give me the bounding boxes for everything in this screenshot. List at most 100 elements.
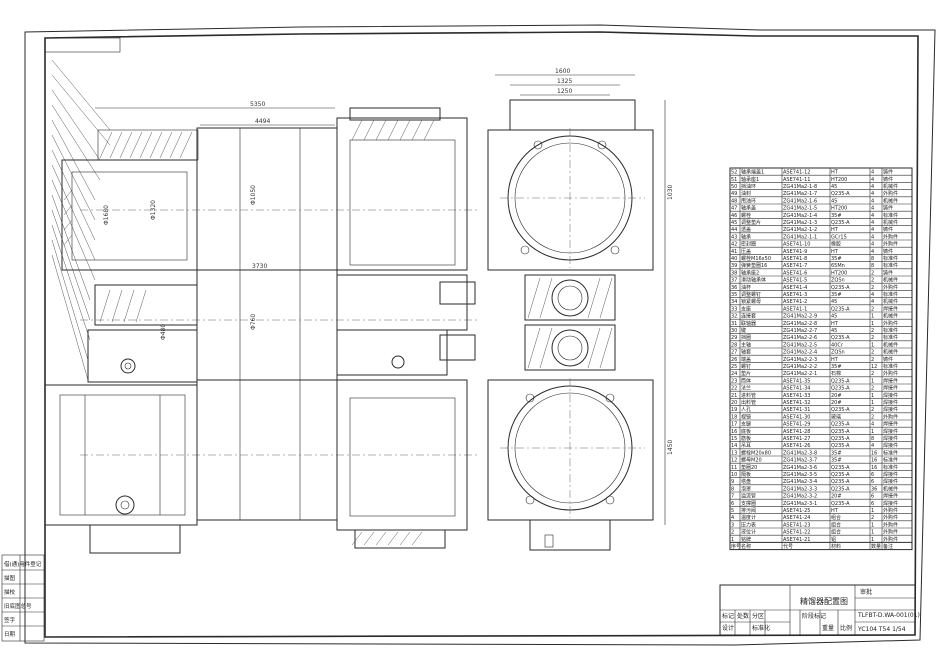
bom-cell: HT (831, 249, 839, 255)
bom-cell: 4 (871, 170, 874, 176)
bom-cell: ZG41Ma2-2-4 (783, 350, 817, 356)
bom-cell: 2 (871, 350, 874, 356)
bom-cell: 50 (731, 184, 737, 190)
bom-cell: 机械件 (883, 219, 898, 226)
bom-cell: 焊接件 (883, 421, 898, 428)
bom-cell: 39 (731, 263, 737, 269)
bom-cell: 48 (731, 198, 737, 204)
dim-overall-length: 5350 (250, 101, 265, 108)
bom-cell: 螺栓M20x80 (741, 449, 771, 456)
bom-cell: 支撑圈 (741, 500, 756, 507)
bom-cell: ASE741-34 (783, 386, 810, 392)
bom-cell: HT (831, 508, 839, 514)
bom-cell: 16 (871, 465, 877, 471)
bom-cell: 29 (731, 335, 737, 341)
bom-cell: 18 (731, 414, 737, 420)
bom-cell: 12 (871, 364, 877, 370)
bom-cell: 30 (731, 328, 737, 334)
bom-cell: 35# (831, 256, 842, 262)
bom-cell: ZG41Ma2-3-8 (783, 450, 817, 456)
bom-cell: ASE741-11 (783, 177, 810, 183)
tb-role-design: 设计 (722, 624, 734, 632)
bom-cell: 主轴 (741, 341, 751, 348)
tb-scale-label: 比例 (840, 624, 852, 632)
bom-cell: 4 (871, 213, 874, 219)
bom-cell: ZG41Ma2-1-2 (783, 227, 817, 233)
bom-cell: 轴承座1 (741, 176, 759, 183)
bom-cell: ZG41Ma2-2-8 (783, 321, 817, 327)
bom-cell: 螺栓 (741, 212, 751, 219)
bom-cell: ASE741-35 (783, 378, 810, 384)
bom-cell: 焊接件 (883, 493, 898, 500)
bom-cell: ZG41Ma2-3-1 (783, 501, 817, 507)
bom-cell: HT (831, 357, 839, 363)
bom-cell: 焊接件 (883, 500, 898, 507)
bom-cell: HT200 (831, 270, 847, 276)
bom-cell: 焊接件 (883, 392, 898, 399)
dim-width-mid: 1325 (557, 78, 572, 85)
bom-cell: 7 (731, 494, 734, 500)
bom-cell: ZG41Ma2-3-4 (783, 479, 817, 485)
bom-cell: 法兰 (741, 385, 751, 392)
bom-cell: ZG41Ma2-2-1 (783, 371, 817, 377)
bom-cell: 外购件 (883, 529, 898, 536)
bom-cell: 65Mn (831, 263, 845, 269)
bom-cell: 24 (731, 371, 737, 377)
bom-cell: HT200 (831, 206, 847, 212)
bom-header-cell: 数量 (871, 543, 881, 550)
bom-cell: ZQSn (831, 350, 845, 356)
bom-cell: ZG41Ma2-1-7 (783, 191, 817, 197)
bom-cell: 4 (871, 234, 874, 240)
bom-cell: 油杯 (741, 284, 751, 291)
bom-cell: 联轴器 (741, 320, 756, 327)
bom-cell: Q235-A (831, 465, 850, 471)
bom-cell: 轴承 (741, 233, 751, 240)
bom-header-cell: 名称 (741, 543, 751, 550)
bom-cell: Q235-A (831, 486, 850, 492)
bom-cell: 35# (831, 292, 842, 298)
tb-label-count: 处数 (737, 612, 749, 620)
bom-cell: ASE741-21 (783, 537, 810, 543)
approved-label: 审批 (860, 588, 872, 596)
bom-cell: 筒体 (741, 377, 751, 384)
bom-cell: ZG41Ma2-1-8 (783, 184, 817, 190)
bom-cell: 4 (871, 299, 874, 305)
bom-cell: 6 (731, 501, 734, 507)
bom-cell: 密封圈 (741, 241, 756, 248)
bom-cell: 进料管 (741, 392, 756, 399)
bom-cell: 甩油环 (741, 197, 756, 204)
bom-cell: 铸件 (883, 269, 893, 276)
bom-cell: 标准件 (883, 363, 898, 370)
bom-cell: 45 (831, 299, 837, 305)
bom-cell: 27 (731, 350, 737, 356)
bom-cell: ASE741-12 (783, 170, 810, 176)
bom-cell: 2 (871, 357, 874, 363)
bom-cell: 泡罩 (741, 485, 751, 492)
side-strip: 借(通)用件登记 描图 描校 旧底图总号 签字 日期 (1, 554, 45, 642)
dim-shaft-3: Φ1050 (250, 185, 257, 205)
side-label-1: 描图 (4, 574, 16, 582)
bom-cell: 4 (871, 191, 874, 197)
bom-cell: ASE741-31 (783, 407, 810, 413)
bom-cell: 机械件 (883, 485, 898, 492)
bom-cell: Q235-A (831, 472, 850, 478)
bom-cell: 轴承座2 (741, 269, 759, 276)
bom-cell: 连接套 (741, 313, 756, 320)
drawing-number-2: YC104 T54 1/54 (857, 626, 906, 633)
bom-cell: HT (831, 170, 839, 176)
dim-width-inner: 1250 (557, 88, 572, 95)
bom-cell: ZG41Ma2-1-6 (783, 198, 817, 204)
bom-cell: Q235-A (831, 436, 850, 442)
bom-cell: 挡圈 (741, 334, 751, 341)
bom-cell: 筋板 (741, 435, 751, 442)
side-label-3: 旧底图总号 (4, 602, 32, 610)
bom-cell: 4 (871, 184, 874, 190)
bom-cell: 机械件 (883, 341, 898, 348)
bom-cell: 液位计 (741, 529, 756, 536)
bom-cell: 15 (731, 436, 737, 442)
bom-cell: 2 (871, 414, 874, 420)
bom-cell: ASE741-25 (783, 508, 810, 514)
bom-cell: 4 (871, 249, 874, 255)
bom-cell: ZG41Ma2-2-9 (783, 314, 817, 320)
